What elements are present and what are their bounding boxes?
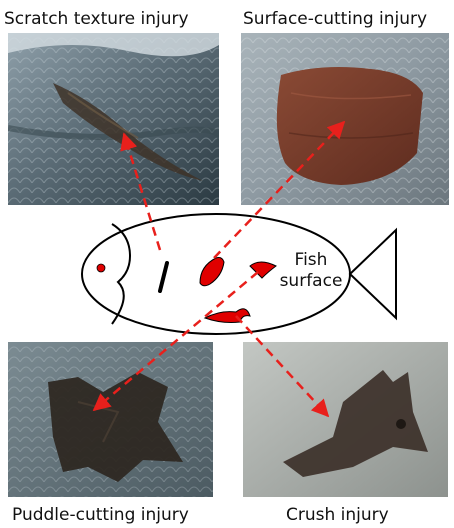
arrow-to-crush-photo <box>236 316 328 416</box>
fish-surface-label: Fish surface <box>276 250 346 292</box>
fish-label-line2: surface <box>276 271 346 292</box>
fish-eye <box>97 264 105 272</box>
fish-tail <box>350 230 396 318</box>
fish-label-line1: Fish <box>276 250 346 271</box>
